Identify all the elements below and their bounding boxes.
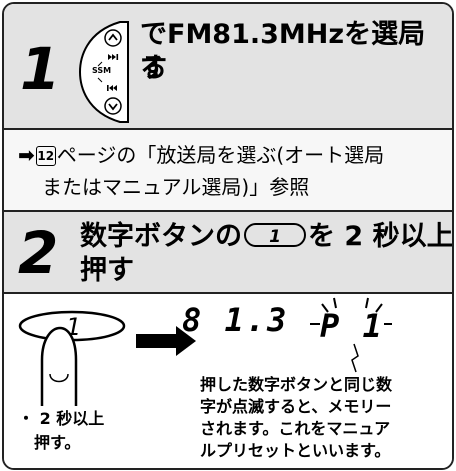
hint-line1: ・ 2 秒以上 (18, 409, 105, 428)
hint-line2: 押す。 (34, 433, 81, 452)
seek-up-icon (104, 29, 122, 47)
step-1-number: 1 (20, 35, 61, 103)
right-arrow-icon (176, 326, 196, 356)
number-button-1: 1 (244, 223, 306, 247)
ssm-label: SSM (92, 66, 111, 75)
prev-track-icon (109, 85, 117, 91)
note-text-line1: ページの「放送局を選ぶ(オート選局 (56, 143, 385, 167)
step-2-title-pre: 数字ボタンの (80, 221, 242, 252)
desc-line3: されます。これをマニュア (200, 419, 391, 438)
step-2-illustration: 1 8 1.3 P 1 ・ 2 秒以上 押す。 押した数字ボタンと同じ数 字が点… (4, 294, 452, 468)
desc-line1: 押した数字ボタンと同じ数 (200, 375, 393, 394)
step-1-title-line2: る (140, 53, 167, 84)
desc-line4: ルプリセットといいます。 (200, 441, 391, 460)
display-frequency: 8 1.3 (182, 301, 289, 339)
step-2-number: 2 (18, 219, 59, 287)
step-1-section: 1 SSM でFM81.3MHzを選局す る (4, 4, 452, 130)
step-2-title-line2: 押す (80, 255, 134, 286)
next-track-icon (108, 54, 116, 60)
arrow-body (136, 334, 178, 348)
blink-indicator (310, 297, 392, 373)
step-2-title-post: を 2 秒以上 (308, 221, 454, 252)
page-ref-badge: 12 (35, 146, 56, 166)
display-preset: P 1 (320, 307, 384, 345)
seek-down-icon (104, 97, 122, 115)
desc-line2: 字が点滅すると、メモリー (200, 397, 392, 416)
tuner-device-icon: SSM (78, 21, 129, 123)
note-text-line2: またはマニュアル選局)」参照 (42, 175, 310, 199)
right-arrow-icon: ➡ (18, 143, 35, 167)
finger-press-illustration: 1 (18, 310, 126, 406)
finger-icon (40, 326, 78, 406)
step-1-title-line1: でFM81.3MHzを選局す (140, 19, 426, 84)
